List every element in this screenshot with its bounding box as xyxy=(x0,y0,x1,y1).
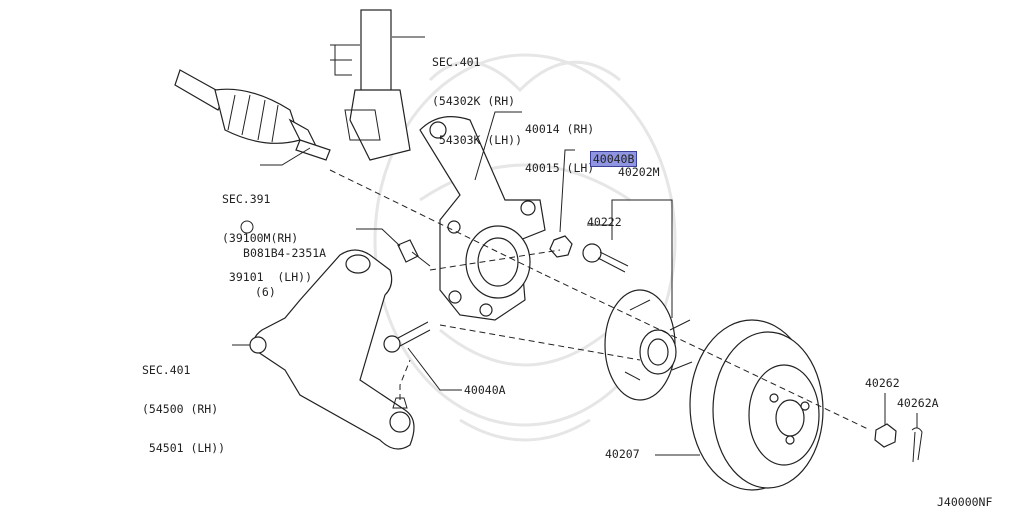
strut-assembly xyxy=(330,9,411,161)
label-knuckle: 40014 (RH) 40015 (LH) xyxy=(525,97,594,188)
sec401-arm-rh: (54500 (RH) xyxy=(142,402,219,416)
bolt-40040A xyxy=(383,321,431,353)
label-sec401-arm: SEC.401 (54500 (RH) 54501 (LH)) xyxy=(142,338,225,468)
drive-shaft xyxy=(174,69,331,161)
label-bolt-081B4: B081B4-2351A (6) xyxy=(243,221,326,312)
circle-b-letter: B xyxy=(243,246,250,260)
sec391-title: SEC.391 xyxy=(222,192,271,206)
circle-b-marker xyxy=(240,220,254,234)
highlighted-part-number[interactable]: 40040B xyxy=(589,151,638,167)
steering-knuckle xyxy=(419,116,546,321)
label-40040A: 40040A xyxy=(464,383,506,397)
callout-lines xyxy=(232,36,918,456)
label-sec391: SEC.391 (39100M(RH) 39101 (LH)) xyxy=(222,167,312,297)
assembly-axis-lines xyxy=(329,169,871,431)
bolt-081B4 xyxy=(397,239,431,267)
sec401-strut-rh: (54302K (RH) xyxy=(432,94,516,108)
knuckle-rh: 40014 (RH) xyxy=(525,122,595,136)
label-40262: 40262 xyxy=(865,376,900,390)
diagram-code: J40000NF xyxy=(937,495,993,509)
sec391-rh: (39100M(RH) xyxy=(222,231,299,245)
label-sec401-strut: SEC.401 (54302K (RH) 54303K (LH)) xyxy=(432,30,522,160)
bolt-081B4-number: 081B4-2351A xyxy=(249,246,327,260)
knuckle-lh: 40015 (LH) xyxy=(525,161,595,175)
hub-bolt-40222 xyxy=(582,243,629,273)
hub-bearing xyxy=(604,289,693,401)
label-40222: 40222 xyxy=(587,215,622,229)
label-40207: 40207 xyxy=(605,447,640,461)
cotter-pin-40262A xyxy=(911,427,923,463)
label-40262A: 40262A xyxy=(897,396,939,410)
watermark-emblem xyxy=(373,53,677,442)
sec391-lh: 39101 (LH)) xyxy=(222,270,313,284)
sec401-arm-title: SEC.401 xyxy=(142,363,191,377)
bolt-081B4-qty: (6) xyxy=(255,285,276,299)
lower-control-arm xyxy=(249,249,415,450)
label-40202M: 40202M xyxy=(618,165,660,179)
sec401-strut-title: SEC.401 xyxy=(432,55,481,69)
brake-disc xyxy=(689,319,824,491)
label-40040B[interactable]: 40040B xyxy=(576,140,638,167)
sec401-strut-lh: 54303K (LH)) xyxy=(432,133,523,147)
hub-nut-40262 xyxy=(874,423,897,448)
sec401-arm-lh: 54501 (LH)) xyxy=(142,441,226,455)
nut-40040B xyxy=(549,235,573,258)
